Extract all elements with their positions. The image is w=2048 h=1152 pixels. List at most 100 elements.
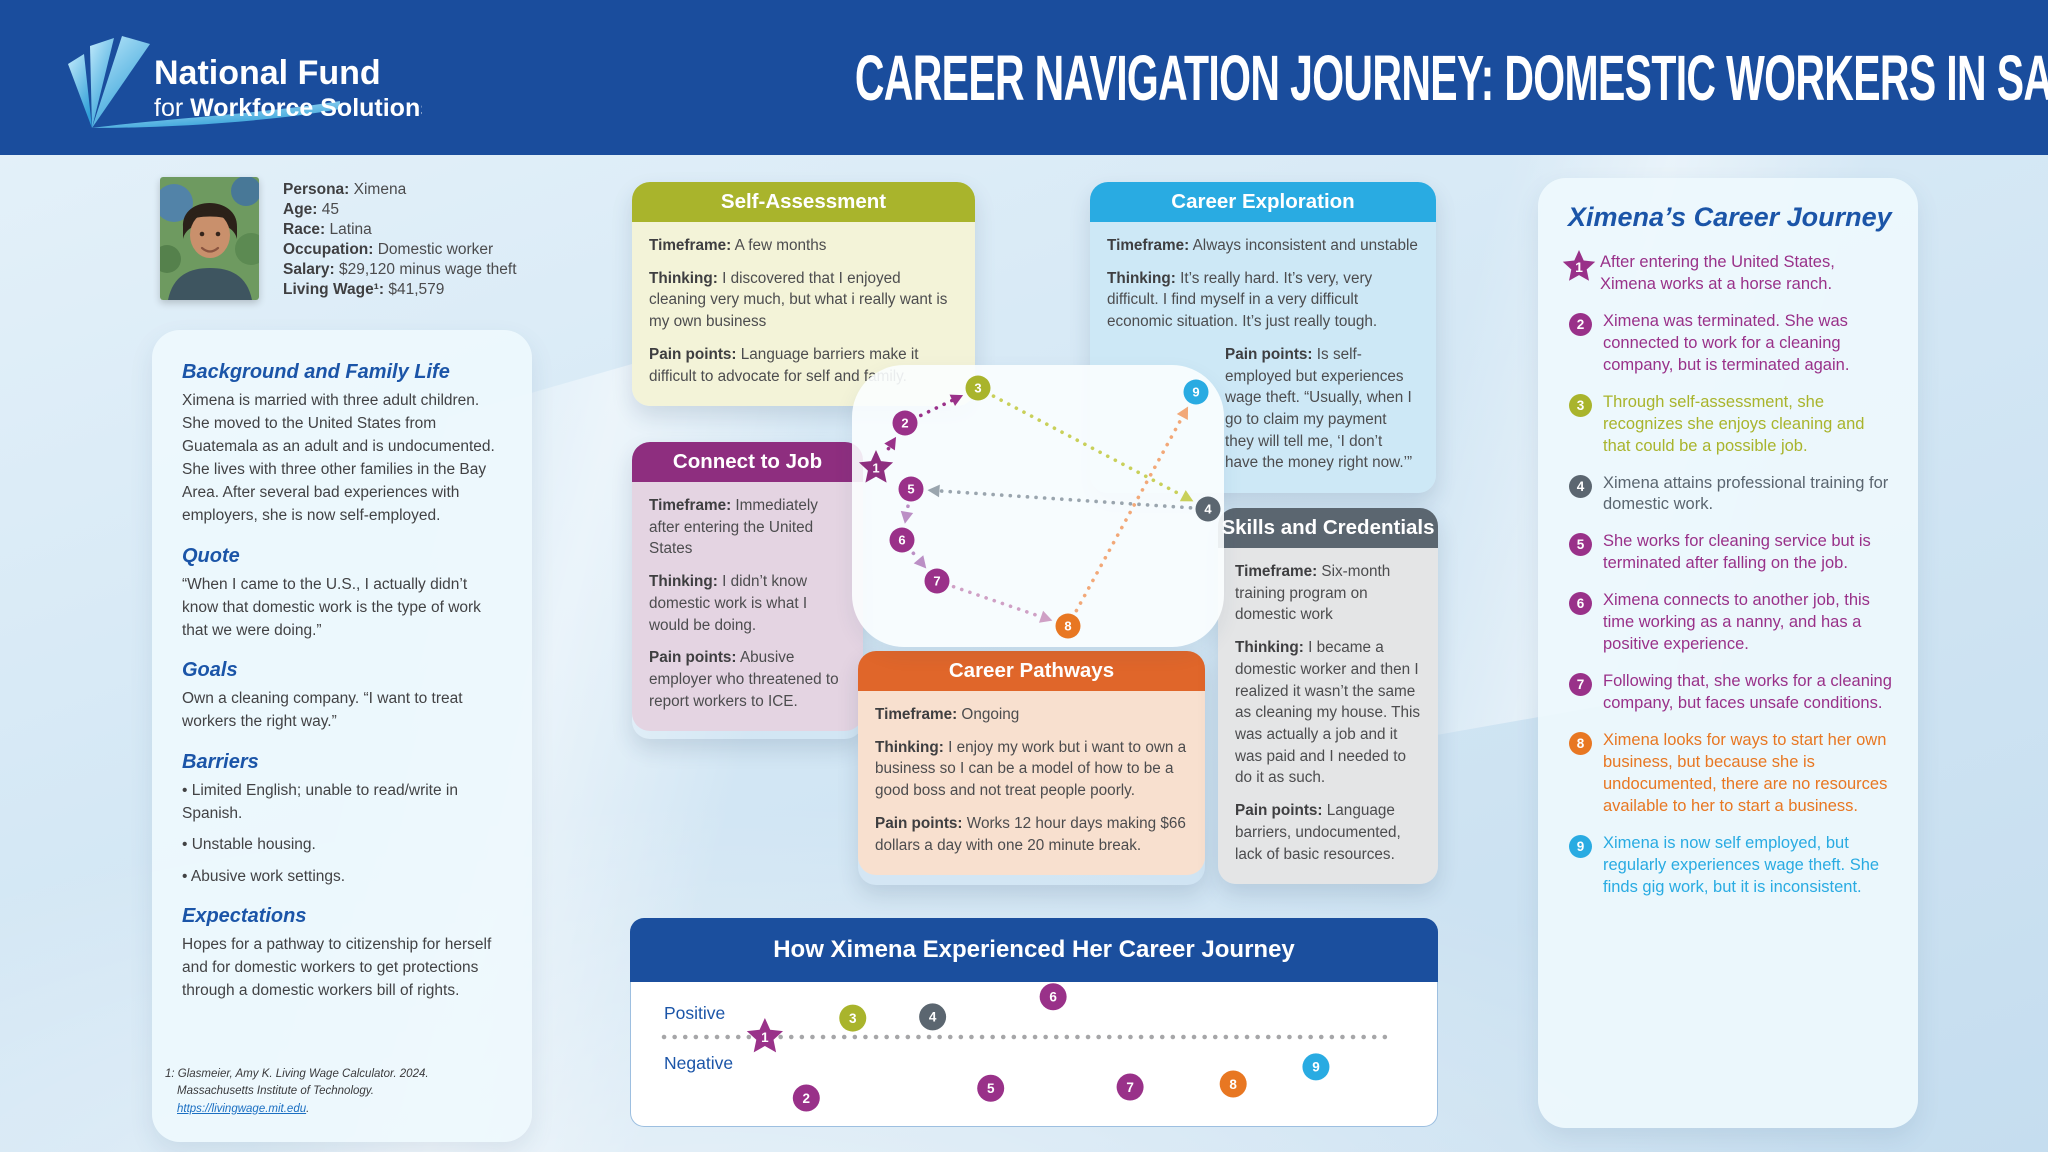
- journey-flow-background: [852, 365, 1224, 647]
- profile-section-body: Own a cleaning company. “I want to treat…: [182, 690, 463, 731]
- step-number-badge: 6: [1569, 592, 1592, 616]
- persona-field-2: Race: Latina: [283, 220, 543, 240]
- card-field: Timeframe: Always inconsistent and unsta…: [1107, 237, 1418, 254]
- profile-section-heading: Quote: [182, 544, 240, 567]
- card-title: Self-Assessment: [632, 182, 975, 222]
- experience-chart: How Ximena Experienced Her Career Journe…: [630, 918, 1438, 1128]
- persona-field-5: Living Wage¹: $41,579: [283, 280, 543, 300]
- step-number-badge: 3: [1569, 393, 1592, 417]
- card-title: Connect to Job: [632, 442, 863, 482]
- card-field-label: Thinking:: [1107, 269, 1176, 287]
- journey-item-7: 7 Following that, she works for a cleanin…: [1564, 671, 1894, 715]
- persona-field-value: $41,579: [384, 281, 445, 298]
- journey-item-text: Ximena is now self employed, but regular…: [1603, 833, 1880, 896]
- svg-text:1: 1: [1575, 259, 1583, 275]
- card-field-label: Thinking:: [1235, 639, 1304, 657]
- card-title: Career Pathways: [858, 651, 1205, 691]
- step-number-badge: 8: [1569, 731, 1592, 755]
- journey-item-text: Through self-assessment, she recognizes …: [1603, 392, 1865, 455]
- profile-section-body: Hopes for a pathway to citizenship for h…: [182, 936, 492, 1000]
- card-title: Skills and Credentials: [1218, 508, 1438, 548]
- positive-axis-label: Positive: [664, 1003, 726, 1023]
- persona-photo: [160, 177, 259, 300]
- negative-axis-label: Negative: [664, 1053, 734, 1073]
- card-field: Timeframe: Ongoing: [875, 706, 1020, 723]
- step-number-badge: 4: [1569, 474, 1592, 498]
- journey-item-1: 1 After entering the United States, Ximen…: [1561, 249, 1894, 296]
- persona-field-value: 45: [317, 201, 340, 218]
- persona-field-value: Ximena: [349, 181, 407, 198]
- logo-swoosh: [92, 101, 340, 128]
- journey-item-text: Following that, she works for a cleaning…: [1603, 672, 1892, 712]
- journey-item-5: 5 She works for cleaning service but is t…: [1564, 531, 1894, 575]
- profile-bullet-item: • Abusive work settings.: [182, 867, 346, 885]
- star-icon: 1: [1561, 249, 1597, 290]
- logo-text-line1: National Fund: [154, 54, 381, 92]
- journey-item-text: Ximena was terminated. She was connected…: [1603, 311, 1850, 374]
- journey-list: 1 After entering the United States, Ximen…: [1561, 249, 1894, 914]
- footnote-period: .: [306, 1102, 310, 1115]
- profile-bullet-item: • Limited English; unable to read/write …: [182, 782, 458, 822]
- footnote: 1: Glasmeier, Amy K. Living Wage Calcula…: [165, 1066, 487, 1118]
- logo-fan-blade: [90, 38, 114, 128]
- experience-chart-title: How Ximena Experienced Her Career Journe…: [630, 918, 1438, 982]
- persona-field-value: Latina: [325, 221, 372, 238]
- persona-field-label: Age:: [283, 201, 318, 218]
- journey-item-text: She works for cleaning service but is te…: [1603, 532, 1871, 573]
- experience-chart-body: [630, 982, 1438, 1127]
- step-number-badge: 5: [1569, 533, 1592, 557]
- card-title: Career Exploration: [1090, 182, 1436, 222]
- persona-field-3: Occupation: Domestic worker: [283, 240, 543, 260]
- persona-field-0: Persona: Ximena: [283, 180, 543, 200]
- card-field-label: Thinking:: [649, 269, 718, 287]
- persona-field-label: Living Wage¹:: [283, 281, 385, 298]
- card-field: Pain points: Abusive employer who threat…: [649, 649, 839, 710]
- logo-fan-blade: [92, 36, 150, 128]
- persona-field-value: $29,120 minus wage theft: [334, 261, 517, 278]
- profile-section-heading: Goals: [182, 659, 238, 682]
- career-journey-panel: Ximena’s Career Journey 1 After entering …: [1538, 178, 1918, 1128]
- journey-title: Ximena’s Career Journey: [1568, 202, 1892, 232]
- journey-item-2: 2 Ximena was terminated. She was connecte…: [1564, 311, 1894, 377]
- profile-section-body: Ximena is married with three adult child…: [182, 392, 495, 524]
- card-field: Thinking: I became a domestic worker and…: [1235, 639, 1421, 787]
- journey-item-text: After entering the United States, Ximena…: [1600, 253, 1835, 293]
- card-field: Thinking: It’s really hard. It’s very, v…: [1107, 269, 1378, 331]
- card-field-label: Pain points:: [1225, 345, 1313, 363]
- national-fund-logo: National Fund for Workforce Solutions: [68, 36, 422, 128]
- journey-item-3: 3 Through self-assessment, she recognizes…: [1564, 392, 1894, 458]
- step-number-badge: 7: [1569, 673, 1592, 697]
- profile-section-heading: Expectations: [182, 905, 307, 928]
- card-field-label: Timeframe:: [875, 706, 958, 723]
- journey-item-text: Ximena attains professional training for…: [1603, 473, 1889, 514]
- card-field-label: Timeframe:: [1107, 237, 1190, 254]
- logo-text-line2: for Workforce Solutions: [154, 94, 422, 122]
- profile-section-body: “When I came to the U.S., I actually did…: [182, 575, 481, 639]
- card-field-label: Timeframe:: [1235, 563, 1318, 580]
- card-body: Timeframe: Immediately after entering th…: [632, 482, 863, 732]
- step-number-badge: 2: [1569, 312, 1592, 336]
- portrait-illustration: [160, 177, 259, 300]
- living-wage-link[interactable]: https://livingwage.mit.edu: [177, 1102, 307, 1115]
- card-field-label: Timeframe:: [649, 497, 732, 514]
- step-number-badge: 9: [1569, 834, 1592, 858]
- card-field: Timeframe: Six-month training program on…: [1235, 563, 1391, 624]
- page-title: CAREER NAVIGATION JOURNEY: DOMESTIC WORK…: [854, 42, 2048, 114]
- card-field-label: Timeframe:: [649, 237, 732, 254]
- journey-item-9: 9 Ximena is now self employed, but regula…: [1564, 833, 1894, 899]
- persona-field-label: Salary:: [283, 261, 335, 278]
- persona-profile-panel: [152, 330, 532, 1142]
- card-field-label: Pain points:: [875, 814, 963, 832]
- card-field: Thinking: I didn’t know domestic work is…: [649, 573, 808, 634]
- profile-bullet-item: • Unstable housing.: [182, 836, 316, 854]
- card-field-label: Pain points:: [649, 345, 737, 363]
- card-field: Timeframe: Immediately after entering th…: [649, 497, 818, 558]
- persona-field-label: Persona:: [283, 181, 350, 198]
